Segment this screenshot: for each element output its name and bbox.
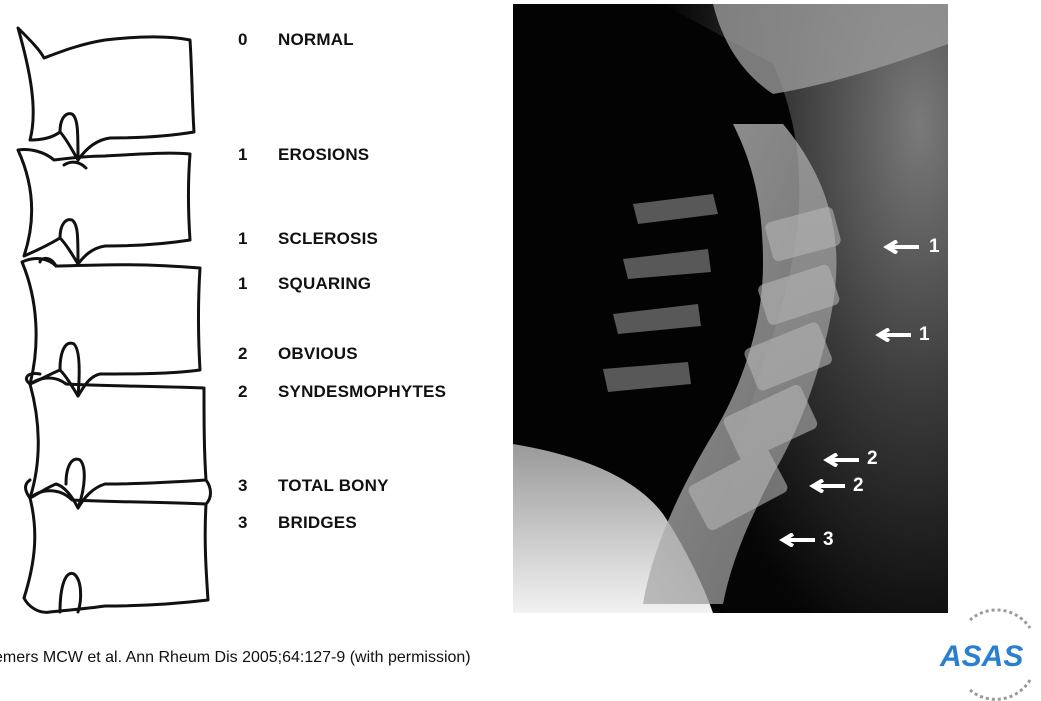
xray-image [513,4,948,613]
grade-label: SCLEROSIS [278,229,378,249]
grade-label: SQUARING [278,274,371,294]
vertebra-syndesmophytes [30,378,206,508]
citation: emers MCW et al. Ann Rheum Dis 2005;64:1… [0,649,471,667]
arrow-icon [807,479,847,493]
vertebra-normal [18,28,194,160]
grade-label: NORMAL [278,30,354,50]
arrow-grade-label: 2 [867,448,878,470]
grade-score: 2 [238,382,247,402]
arrow-grade-label: 2 [853,475,864,497]
arrow-grade-label: 1 [919,324,930,346]
arrow-icon [777,533,817,547]
grade-label: SYNDESMOPHYTES [278,382,446,402]
arrow-grade-label: 3 [823,529,834,551]
vertebra-bridges [24,491,208,613]
grade-label: EROSIONS [278,145,369,165]
grade-score: 1 [238,145,247,165]
vertebrae-illustration [0,0,230,640]
grade-score: 0 [238,30,247,50]
arrow-icon [873,328,913,342]
arrow-icon [881,240,921,254]
grade-score: 3 [238,476,247,496]
asas-logo: ASAS [930,600,1041,701]
svg-text:ASAS: ASAS [939,640,1023,673]
grade-label: TOTAL BONY [278,476,389,496]
arrow-grade-label: 1 [929,236,940,258]
grade-score: 1 [238,274,247,294]
grade-score: 1 [238,229,247,249]
grade-score: 2 [238,344,247,364]
grade-label: BRIDGES [278,513,357,533]
vertebra-sclerosis [22,259,200,396]
arrow-icon [821,453,861,467]
grade-label: OBVIOUS [278,344,358,364]
cervical-spine-xray: 1 1 2 2 3 [513,4,948,613]
grade-score: 3 [238,513,247,533]
vertebra-erosions [18,149,190,264]
